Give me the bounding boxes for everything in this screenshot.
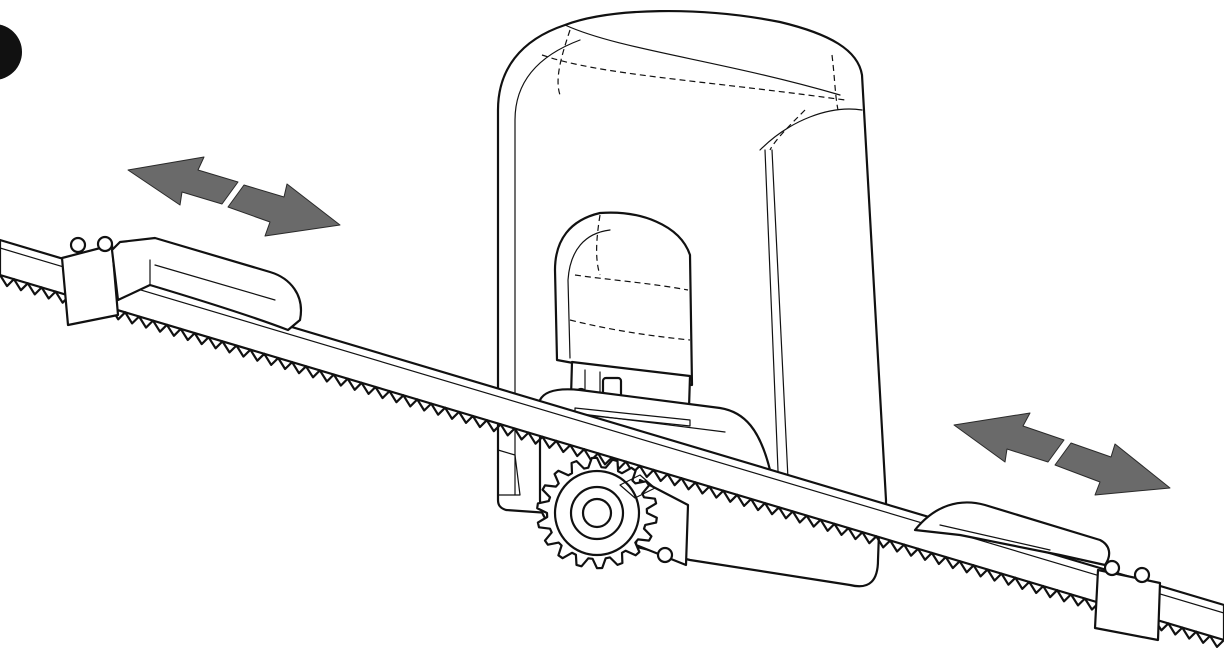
- left-bracket-clamp: [60, 243, 120, 327]
- step-marker-circle: [0, 24, 22, 80]
- release-cover-seam-c: [596, 214, 601, 276]
- base-bracket-left: [497, 449, 521, 496]
- arrow-right-pointing-2: [1054, 442, 1171, 496]
- motor-cover-seam-4: [831, 54, 839, 111]
- right-bracket-slot: [939, 524, 1051, 551]
- release-cover-seam-a: [574, 274, 689, 291]
- motor-cover-shoulder: [759, 108, 863, 151]
- release-cover-body: [553, 211, 694, 387]
- left-bracket-slot: [154, 264, 276, 301]
- right-bracket-bolt-1: [1103, 559, 1121, 577]
- right-bracket-clamp: [1093, 568, 1162, 642]
- left-bracket-arm: [110, 236, 303, 332]
- motor-cover-seam-1: [541, 54, 846, 101]
- right-limit-bracket: [913, 501, 1162, 642]
- pinion-bolt: [656, 546, 674, 564]
- pinion-gear: [536, 456, 690, 570]
- arrow-right-pointing: [227, 183, 341, 237]
- motor-cover-seam-2: [557, 29, 571, 96]
- release-cover: [553, 211, 694, 387]
- left-bracket-bolt-2: [96, 235, 114, 253]
- pinion-key: [619, 474, 656, 499]
- gear-rack: [0, 238, 1224, 648]
- motor-cover-seam-3: [769, 109, 806, 151]
- left-movement-arrows: [127, 156, 341, 237]
- motor-cover-edge-left: [514, 39, 581, 496]
- pinion-shaft: [581, 497, 613, 529]
- motor-cover-edge-right: [764, 149, 781, 521]
- release-cover-seam-b: [569, 319, 691, 341]
- motor-cover-edge-right2: [771, 149, 791, 521]
- release-cover-inner: [567, 229, 611, 359]
- motor-cover-top-curve: [564, 24, 841, 96]
- rack-bar: [0, 238, 1224, 642]
- right-movement-arrows: [953, 412, 1171, 496]
- arrow-left-pointing-2: [953, 412, 1065, 463]
- left-bracket-bolt-1: [69, 236, 87, 254]
- arrow-left-pointing: [127, 156, 239, 206]
- rack-teeth: [0, 273, 1224, 648]
- left-limit-bracket: [60, 235, 303, 332]
- rack-top-edge: [0, 247, 1224, 614]
- right-bracket-bolt-2: [1133, 566, 1151, 584]
